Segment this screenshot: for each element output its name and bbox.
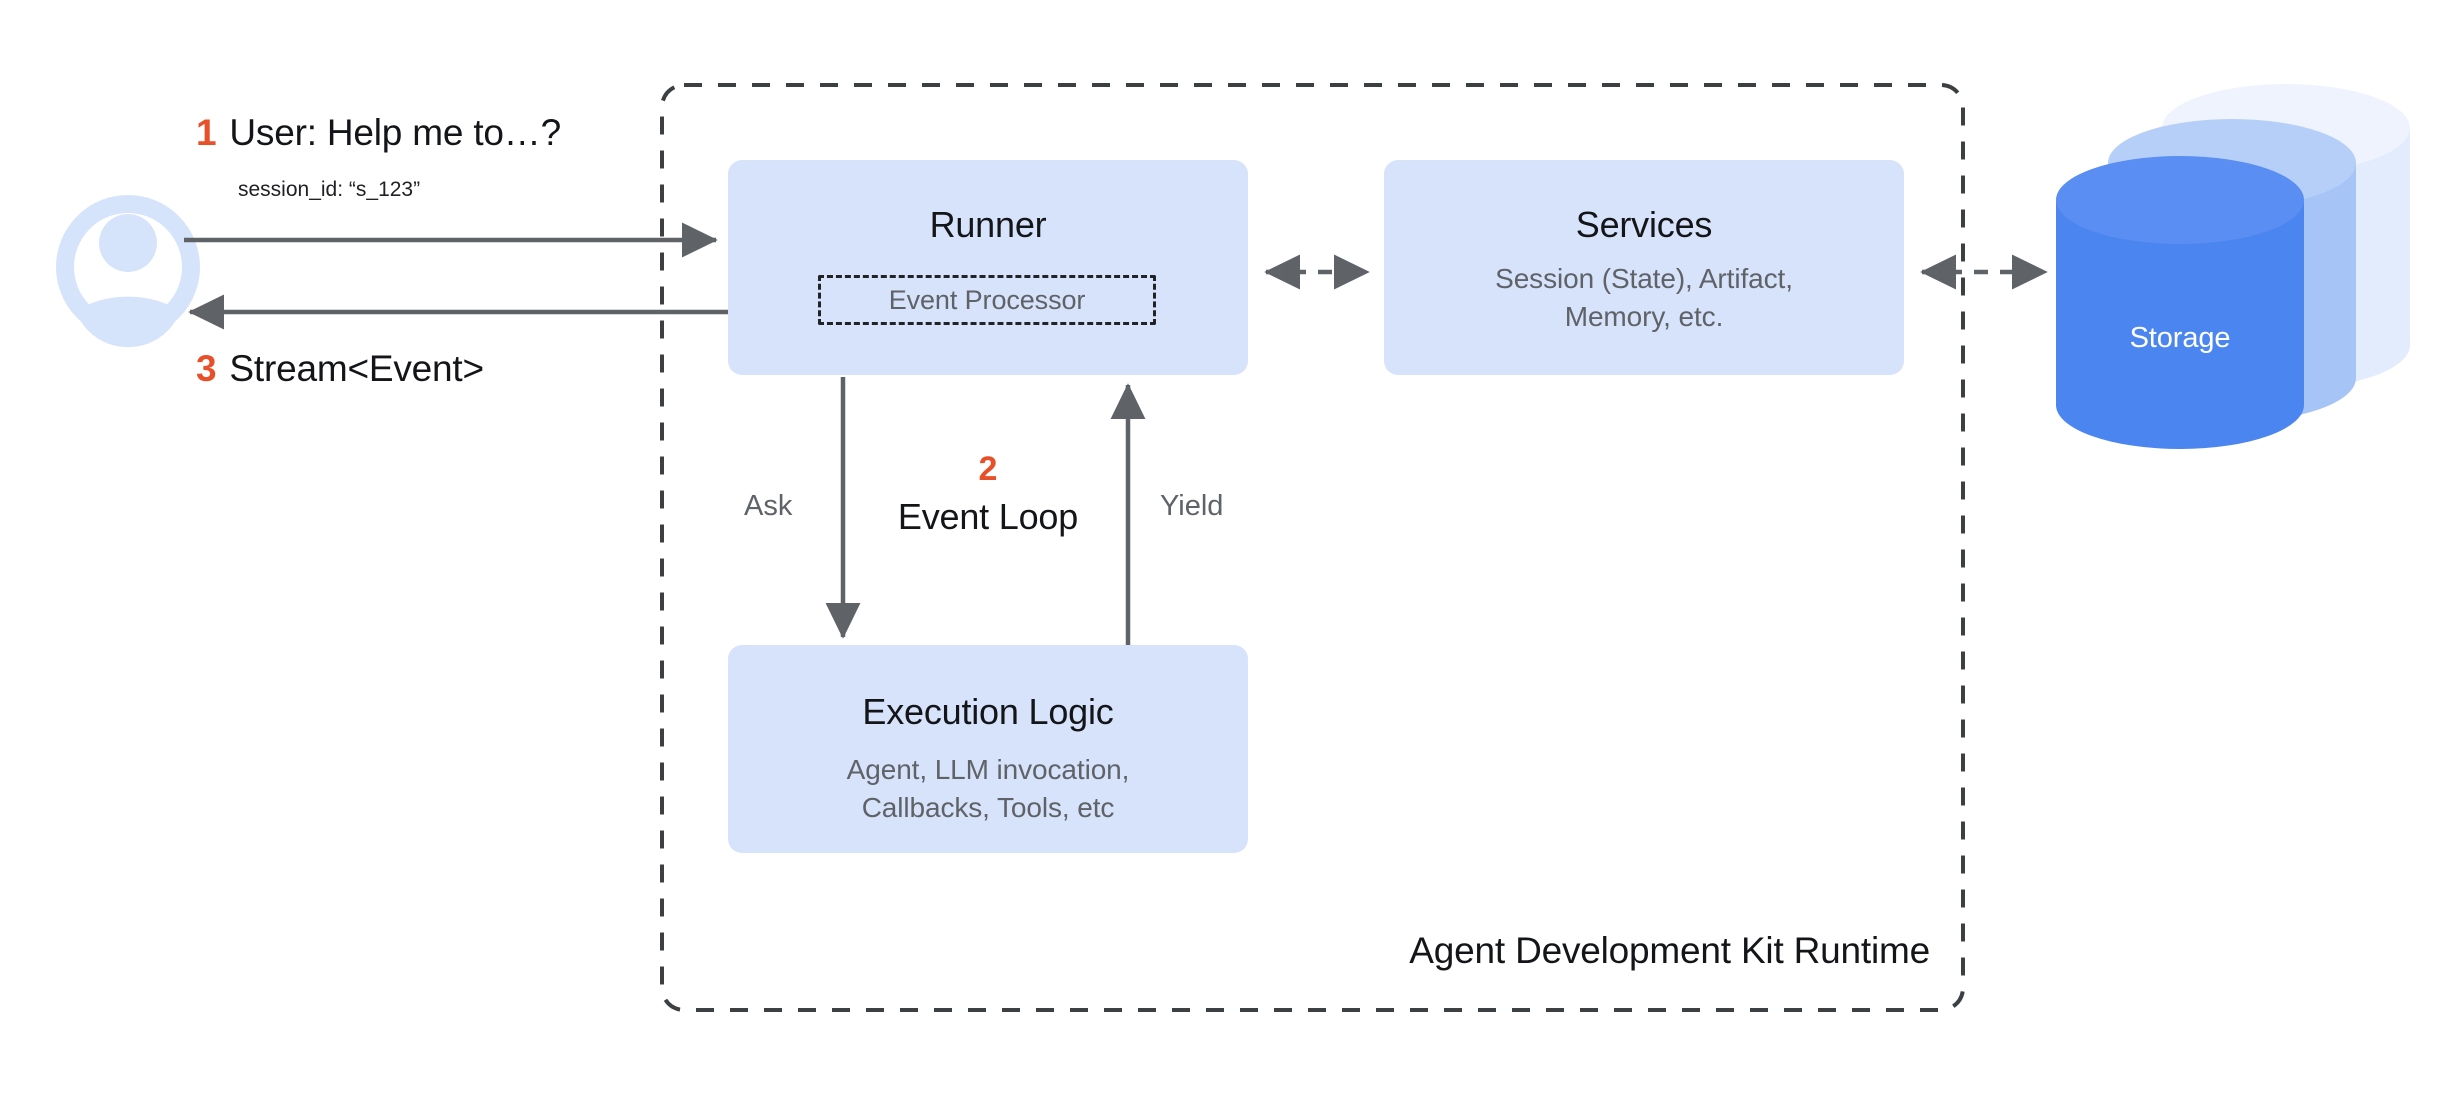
step-2-number: 2 bbox=[978, 450, 998, 488]
execution-logic-subtitle: Agent, LLM invocation, Callbacks, Tools,… bbox=[847, 751, 1130, 826]
execution-logic-subtitle-line2: Callbacks, Tools, etc bbox=[861, 791, 1115, 823]
step-3-number: 3 bbox=[196, 348, 217, 389]
runner-node: Runner bbox=[728, 160, 1248, 375]
event-processor-label: Event Processor bbox=[888, 284, 1086, 315]
event-processor-node: Event Processor bbox=[818, 275, 1156, 325]
user-request-text: User: Help me to…? bbox=[229, 112, 561, 153]
execution-logic-node: Execution Logic Agent, LLM invocation, C… bbox=[728, 645, 1248, 853]
ask-label: Ask bbox=[744, 490, 793, 522]
stream-response-label: 3 Stream<Event> bbox=[196, 348, 484, 390]
yield-label: Yield bbox=[1160, 490, 1224, 522]
event-loop-label: Event Loop bbox=[897, 496, 1079, 537]
services-title: Services bbox=[1575, 204, 1713, 245]
storage-cylinder-front bbox=[2056, 156, 2304, 449]
user-avatar-icon bbox=[56, 195, 200, 348]
services-subtitle: Session (State), Artifact, Memory, etc. bbox=[1495, 260, 1793, 335]
user-request-label: 1 User: Help me to…? bbox=[196, 112, 561, 154]
storage-label: Storage bbox=[2129, 322, 2231, 354]
event-loop-annotation: 2 Event Loop bbox=[868, 452, 1108, 538]
session-id-label: session_id: “s_123” bbox=[238, 178, 421, 201]
services-subtitle-line2: Memory, etc. bbox=[1564, 300, 1724, 332]
step-1-number: 1 bbox=[196, 112, 217, 153]
runtime-caption: Agent Development Kit Runtime bbox=[1409, 930, 1930, 971]
services-subtitle-line1: Session (State), Artifact, bbox=[1495, 263, 1793, 294]
services-node: Services Session (State), Artifact, Memo… bbox=[1384, 160, 1904, 375]
runtime-container-border bbox=[660, 83, 1965, 1012]
execution-logic-subtitle-line1: Agent, LLM invocation, bbox=[846, 754, 1130, 785]
runner-title: Runner bbox=[929, 204, 1047, 245]
execution-logic-title: Execution Logic bbox=[862, 691, 1114, 732]
stream-response-text: Stream<Event> bbox=[229, 348, 484, 389]
